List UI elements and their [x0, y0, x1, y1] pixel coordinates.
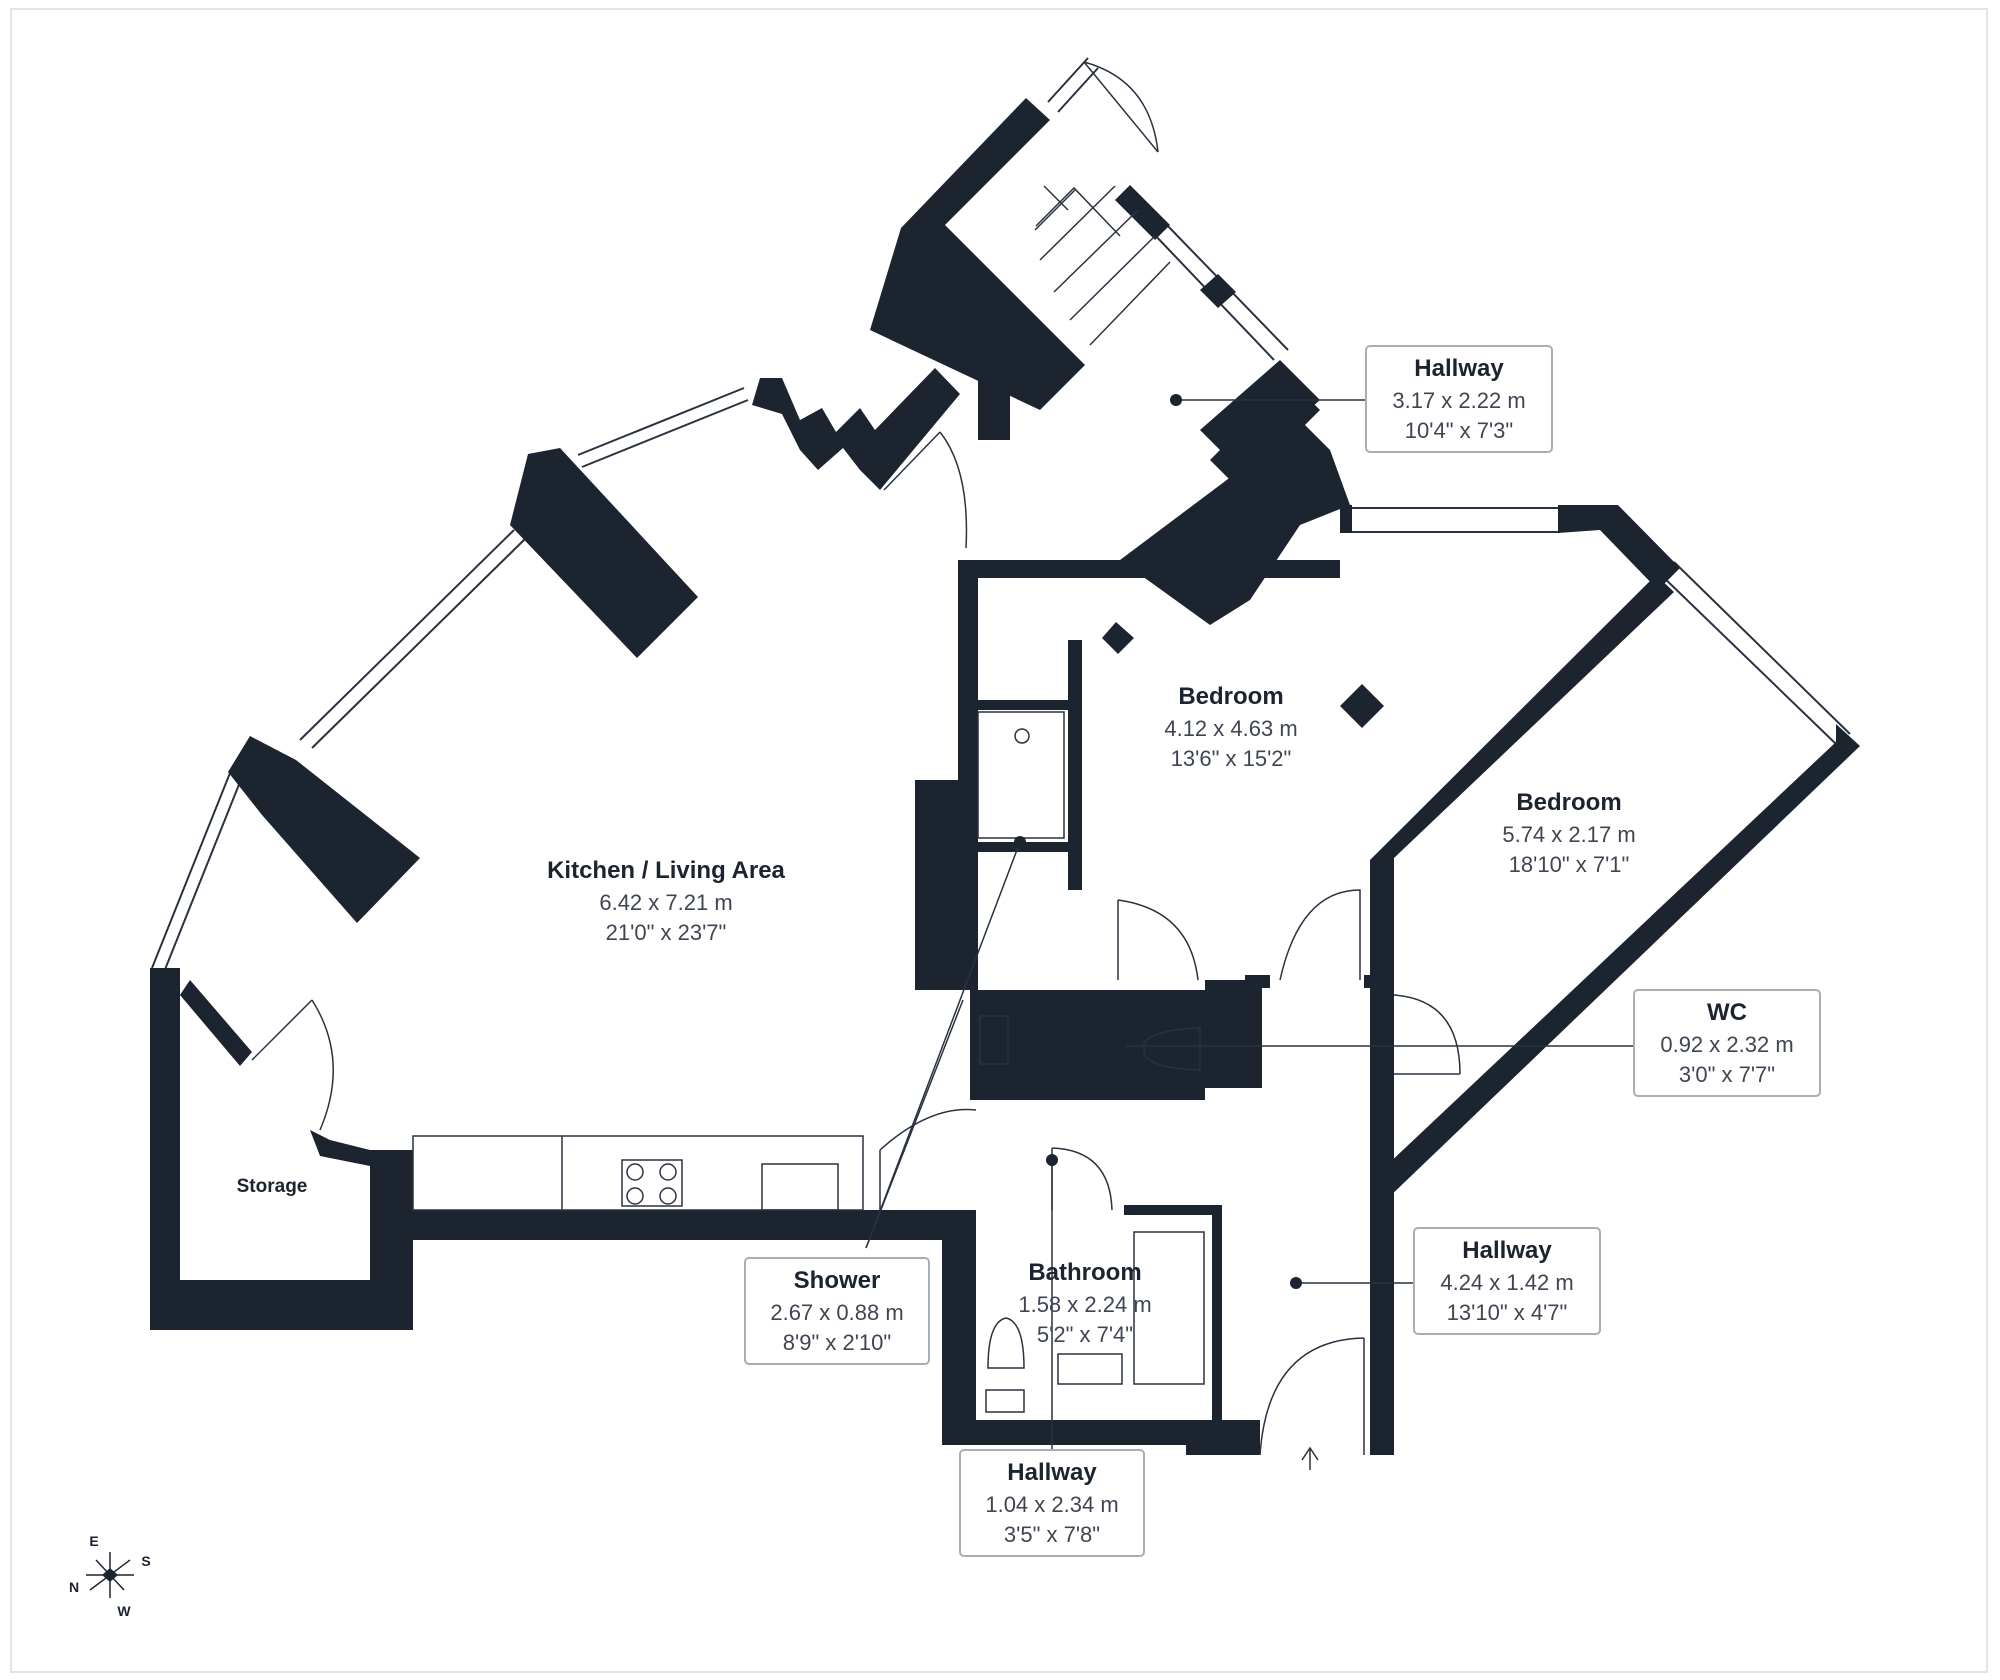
hallway-top-imperial: 10'4" x 7'3": [1405, 418, 1513, 443]
bathroom-name: Bathroom: [1028, 1259, 1141, 1286]
compass-west-label: W: [117, 1603, 131, 1619]
bedroom-2-metric: 5.74 x 2.17 m: [1502, 822, 1635, 847]
bedroom-2-imperial: 18'10" x 7'1": [1509, 852, 1630, 877]
kitchen-name: Kitchen / Living Area: [547, 857, 785, 884]
bathroom-metric: 1.58 x 2.24 m: [1018, 1292, 1151, 1317]
compass-south-label: S: [141, 1553, 150, 1569]
shower-imperial: 8'9" x 2'10": [783, 1330, 891, 1355]
hallway-bottom-imperial: 3'5" x 7'8": [1004, 1522, 1100, 1547]
compass-icon: E S N W: [69, 1533, 151, 1619]
floorplan-frame: [10, 8, 1988, 1673]
hallway-right-imperial: 13'10" x 4'7": [1447, 1300, 1568, 1325]
bedroom-1-name: Bedroom: [1178, 683, 1283, 710]
bedroom-2-name: Bedroom: [1516, 789, 1621, 816]
wc-metric: 0.92 x 2.32 m: [1660, 1032, 1793, 1057]
shower-metric: 2.67 x 0.88 m: [770, 1300, 903, 1325]
bedroom-1-metric: 4.12 x 4.63 m: [1164, 716, 1297, 741]
hallway-right-name: Hallway: [1462, 1237, 1552, 1264]
kitchen-metric: 6.42 x 7.21 m: [599, 890, 732, 915]
label-boxes: [744, 345, 1821, 1557]
walls: [150, 98, 1860, 1455]
wc-name: WC: [1707, 999, 1747, 1026]
leader-dots: [1014, 394, 1302, 1289]
hallway-bottom-name: Hallway: [1007, 1459, 1097, 1486]
hallway-bottom-metric: 1.04 x 2.34 m: [985, 1492, 1118, 1517]
hallway-top-metric: 3.17 x 2.22 m: [1392, 388, 1525, 413]
compass-north-label: N: [69, 1579, 79, 1595]
hallway-top-name: Hallway: [1414, 355, 1504, 382]
leader-lines: [1051, 399, 1634, 1450]
bathroom-imperial: 5'2" x 7'4": [1037, 1322, 1133, 1347]
kitchen-imperial: 21'0" x 23'7": [606, 920, 727, 945]
hallway-right-metric: 4.24 x 1.42 m: [1440, 1270, 1573, 1295]
storage-name: Storage: [237, 1176, 308, 1197]
wc-imperial: 3'0" x 7'7": [1679, 1062, 1775, 1087]
room-labels: Hallway 3.17 x 2.22 m 10'4" x 7'3" Kitch…: [237, 355, 1794, 1547]
compass-east-label: E: [89, 1533, 98, 1549]
fixtures: [251, 61, 1461, 1470]
shower-name: Shower: [794, 1267, 881, 1294]
bedroom-1-imperial: 13'6" x 15'2": [1171, 746, 1292, 771]
